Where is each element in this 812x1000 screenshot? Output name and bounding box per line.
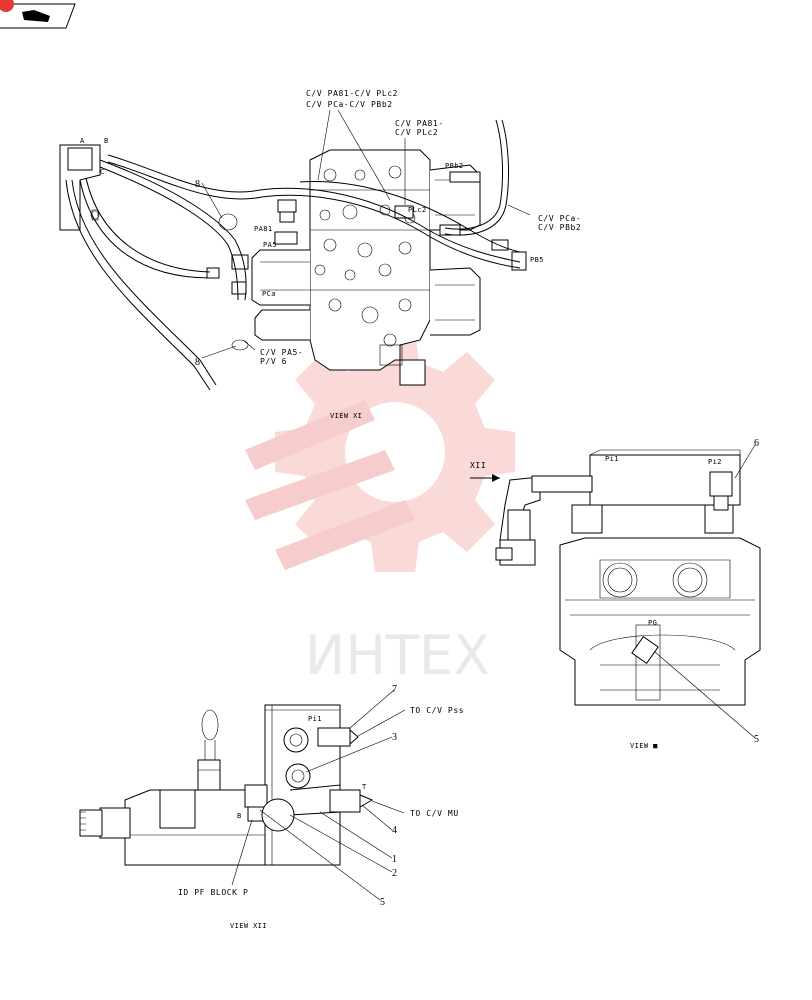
callout-2: 2	[392, 868, 397, 879]
folder-tab-icon[interactable]	[0, 0, 76, 29]
label-plc2: PLc2	[408, 206, 426, 214]
label-to-cv-mu: TO C/V MU	[410, 809, 459, 818]
label-cv-pca-pbb2: C/V PCa-C/V PBb2	[306, 100, 393, 109]
corner-mark	[0, 0, 14, 12]
callout-4: 4	[392, 825, 397, 836]
label-cv-pa81-plc2: C/V PA81-C/V PLc2	[306, 89, 398, 98]
view-xi-assembly: C/V PA81-C/V PLc2 C/V PCa-C/V PBb2 C/V P…	[59, 89, 581, 420]
label-cv-pa5: C/V PA5-	[260, 348, 303, 357]
right-view-pump: XII Pi1 Pi2 PG VIEW ■ 6 5	[470, 438, 761, 750]
view-xi-caption: VIEW XI	[330, 412, 362, 420]
callout-8-upper: 8	[195, 179, 200, 190]
label-t: T	[362, 783, 367, 791]
label-pg: PG	[648, 619, 657, 627]
watermark-text: ИНТЕХ	[305, 624, 490, 687]
watermark-gear: ИНТЕХ	[245, 332, 515, 687]
label-cv-pa81: C/V PA81-	[395, 119, 444, 128]
label-cv-pbb2: C/V PBb2	[538, 223, 581, 232]
label-b-bottom: B	[237, 812, 242, 820]
view-xii-caption: VIEW XII	[230, 922, 267, 930]
label-a: A	[80, 137, 85, 145]
label-pca: PCa	[262, 290, 276, 298]
label-pbb2: PBb2	[445, 162, 463, 170]
callout-7: 7	[392, 684, 397, 695]
label-id-pf-block: ID PF BLOCK P	[178, 888, 248, 897]
callout-5-bottom: 5	[380, 897, 385, 908]
callout-3: 3	[392, 732, 397, 743]
view-xii-assembly: Pi1 TO C/V Pss T TO C/V MU B ID PF BLOCK…	[79, 684, 464, 930]
label-pb5: PB5	[530, 256, 544, 264]
label-pa5: PA5	[263, 241, 277, 249]
xii-view-arrow-label: XII	[470, 461, 486, 470]
callout-1: 1	[392, 854, 397, 865]
label-pa81: PA81	[254, 225, 272, 233]
right-view-caption: VIEW ■	[630, 742, 658, 750]
label-b: B	[104, 137, 109, 145]
label-cv-pca: C/V PCa-	[538, 214, 581, 223]
label-c: C	[100, 168, 105, 176]
callout-5-right: 5	[754, 734, 759, 745]
label-pv6: P/V 6	[260, 357, 287, 366]
label-pi2-top: Pi2	[708, 458, 722, 466]
label-pi1-bottom: Pi1	[308, 715, 322, 723]
label-pi1-top: Pi1	[605, 455, 619, 463]
label-to-cv-pss: TO C/V Pss	[410, 706, 464, 715]
callout-8-lower: 8	[195, 357, 200, 368]
callout-6: 6	[754, 438, 759, 449]
label-cv-plc2: C/V PLc2	[395, 128, 438, 137]
